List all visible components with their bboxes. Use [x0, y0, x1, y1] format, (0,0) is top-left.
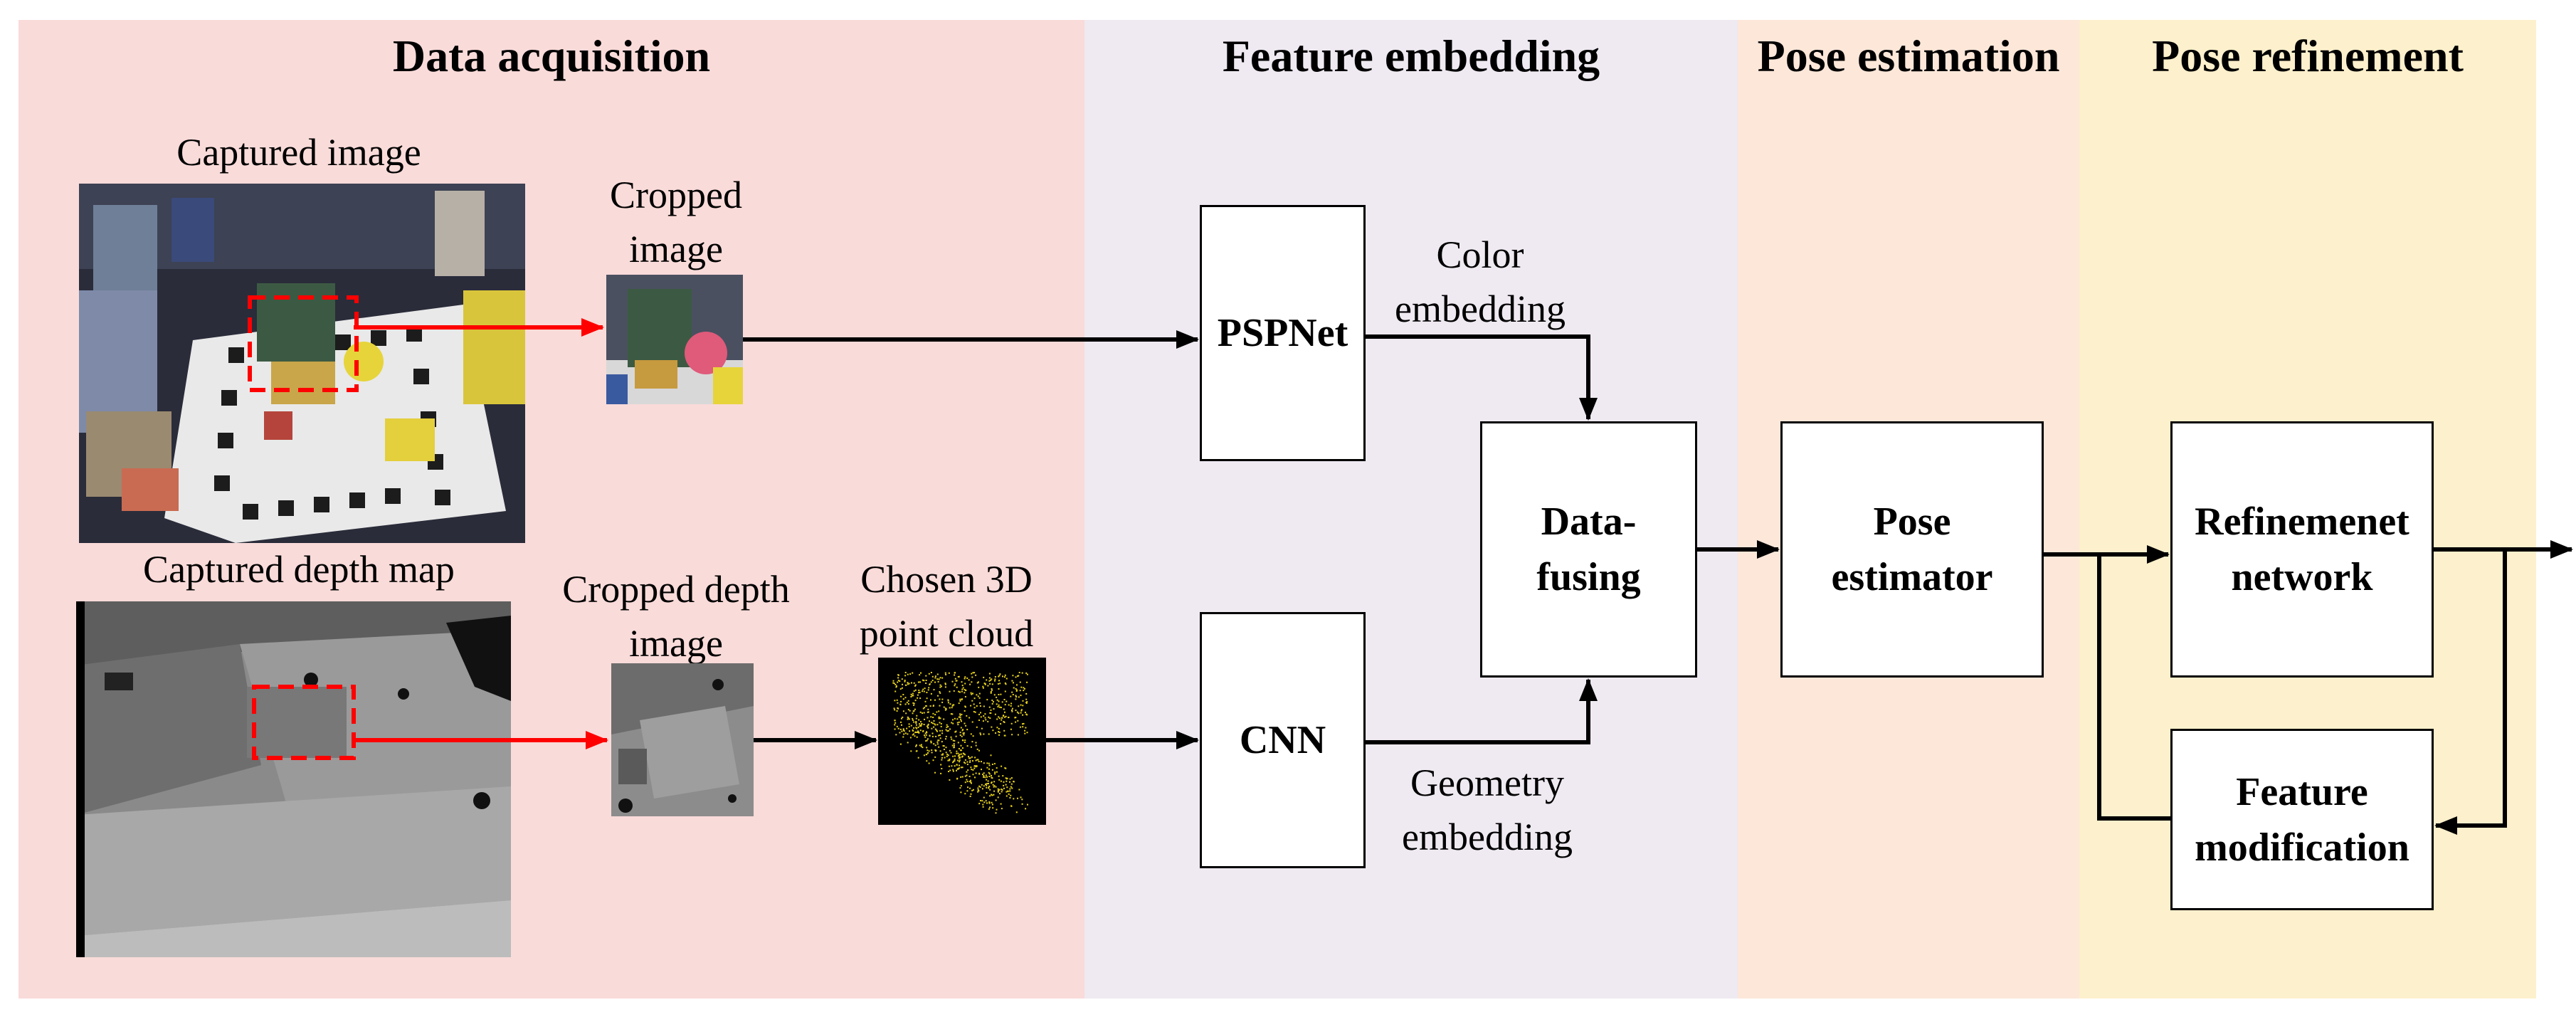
section-title-estimation: Pose estimation	[1757, 31, 2060, 81]
captured-depth-map	[76, 601, 511, 957]
cropped-image	[606, 275, 743, 404]
arrow-geometry-to-fusing	[1366, 678, 1598, 744]
cropped-depth-image	[611, 663, 754, 816]
captured-image	[79, 184, 525, 543]
section-title-refinement: Pose refinement	[2152, 31, 2464, 81]
arrow-color-to-fusing	[1366, 334, 1598, 421]
point-cloud-image	[878, 658, 1046, 825]
captured-depth-label: Captured depth map	[143, 548, 455, 591]
data-fusing-box: Data-fusing	[1480, 421, 1697, 678]
captured-image-label: Captured image	[176, 131, 421, 174]
arrow-estimator-to-feature-mod	[2097, 554, 2170, 821]
section-title-acquisition: Data acquisition	[392, 31, 711, 81]
pspnet-box: PSPNet	[1200, 205, 1366, 461]
cnn-box: CNN	[1200, 612, 1366, 868]
section-title-embedding: Feature embedding	[1222, 31, 1600, 81]
arrow-feedback-to-feature-mod	[2434, 549, 2507, 835]
